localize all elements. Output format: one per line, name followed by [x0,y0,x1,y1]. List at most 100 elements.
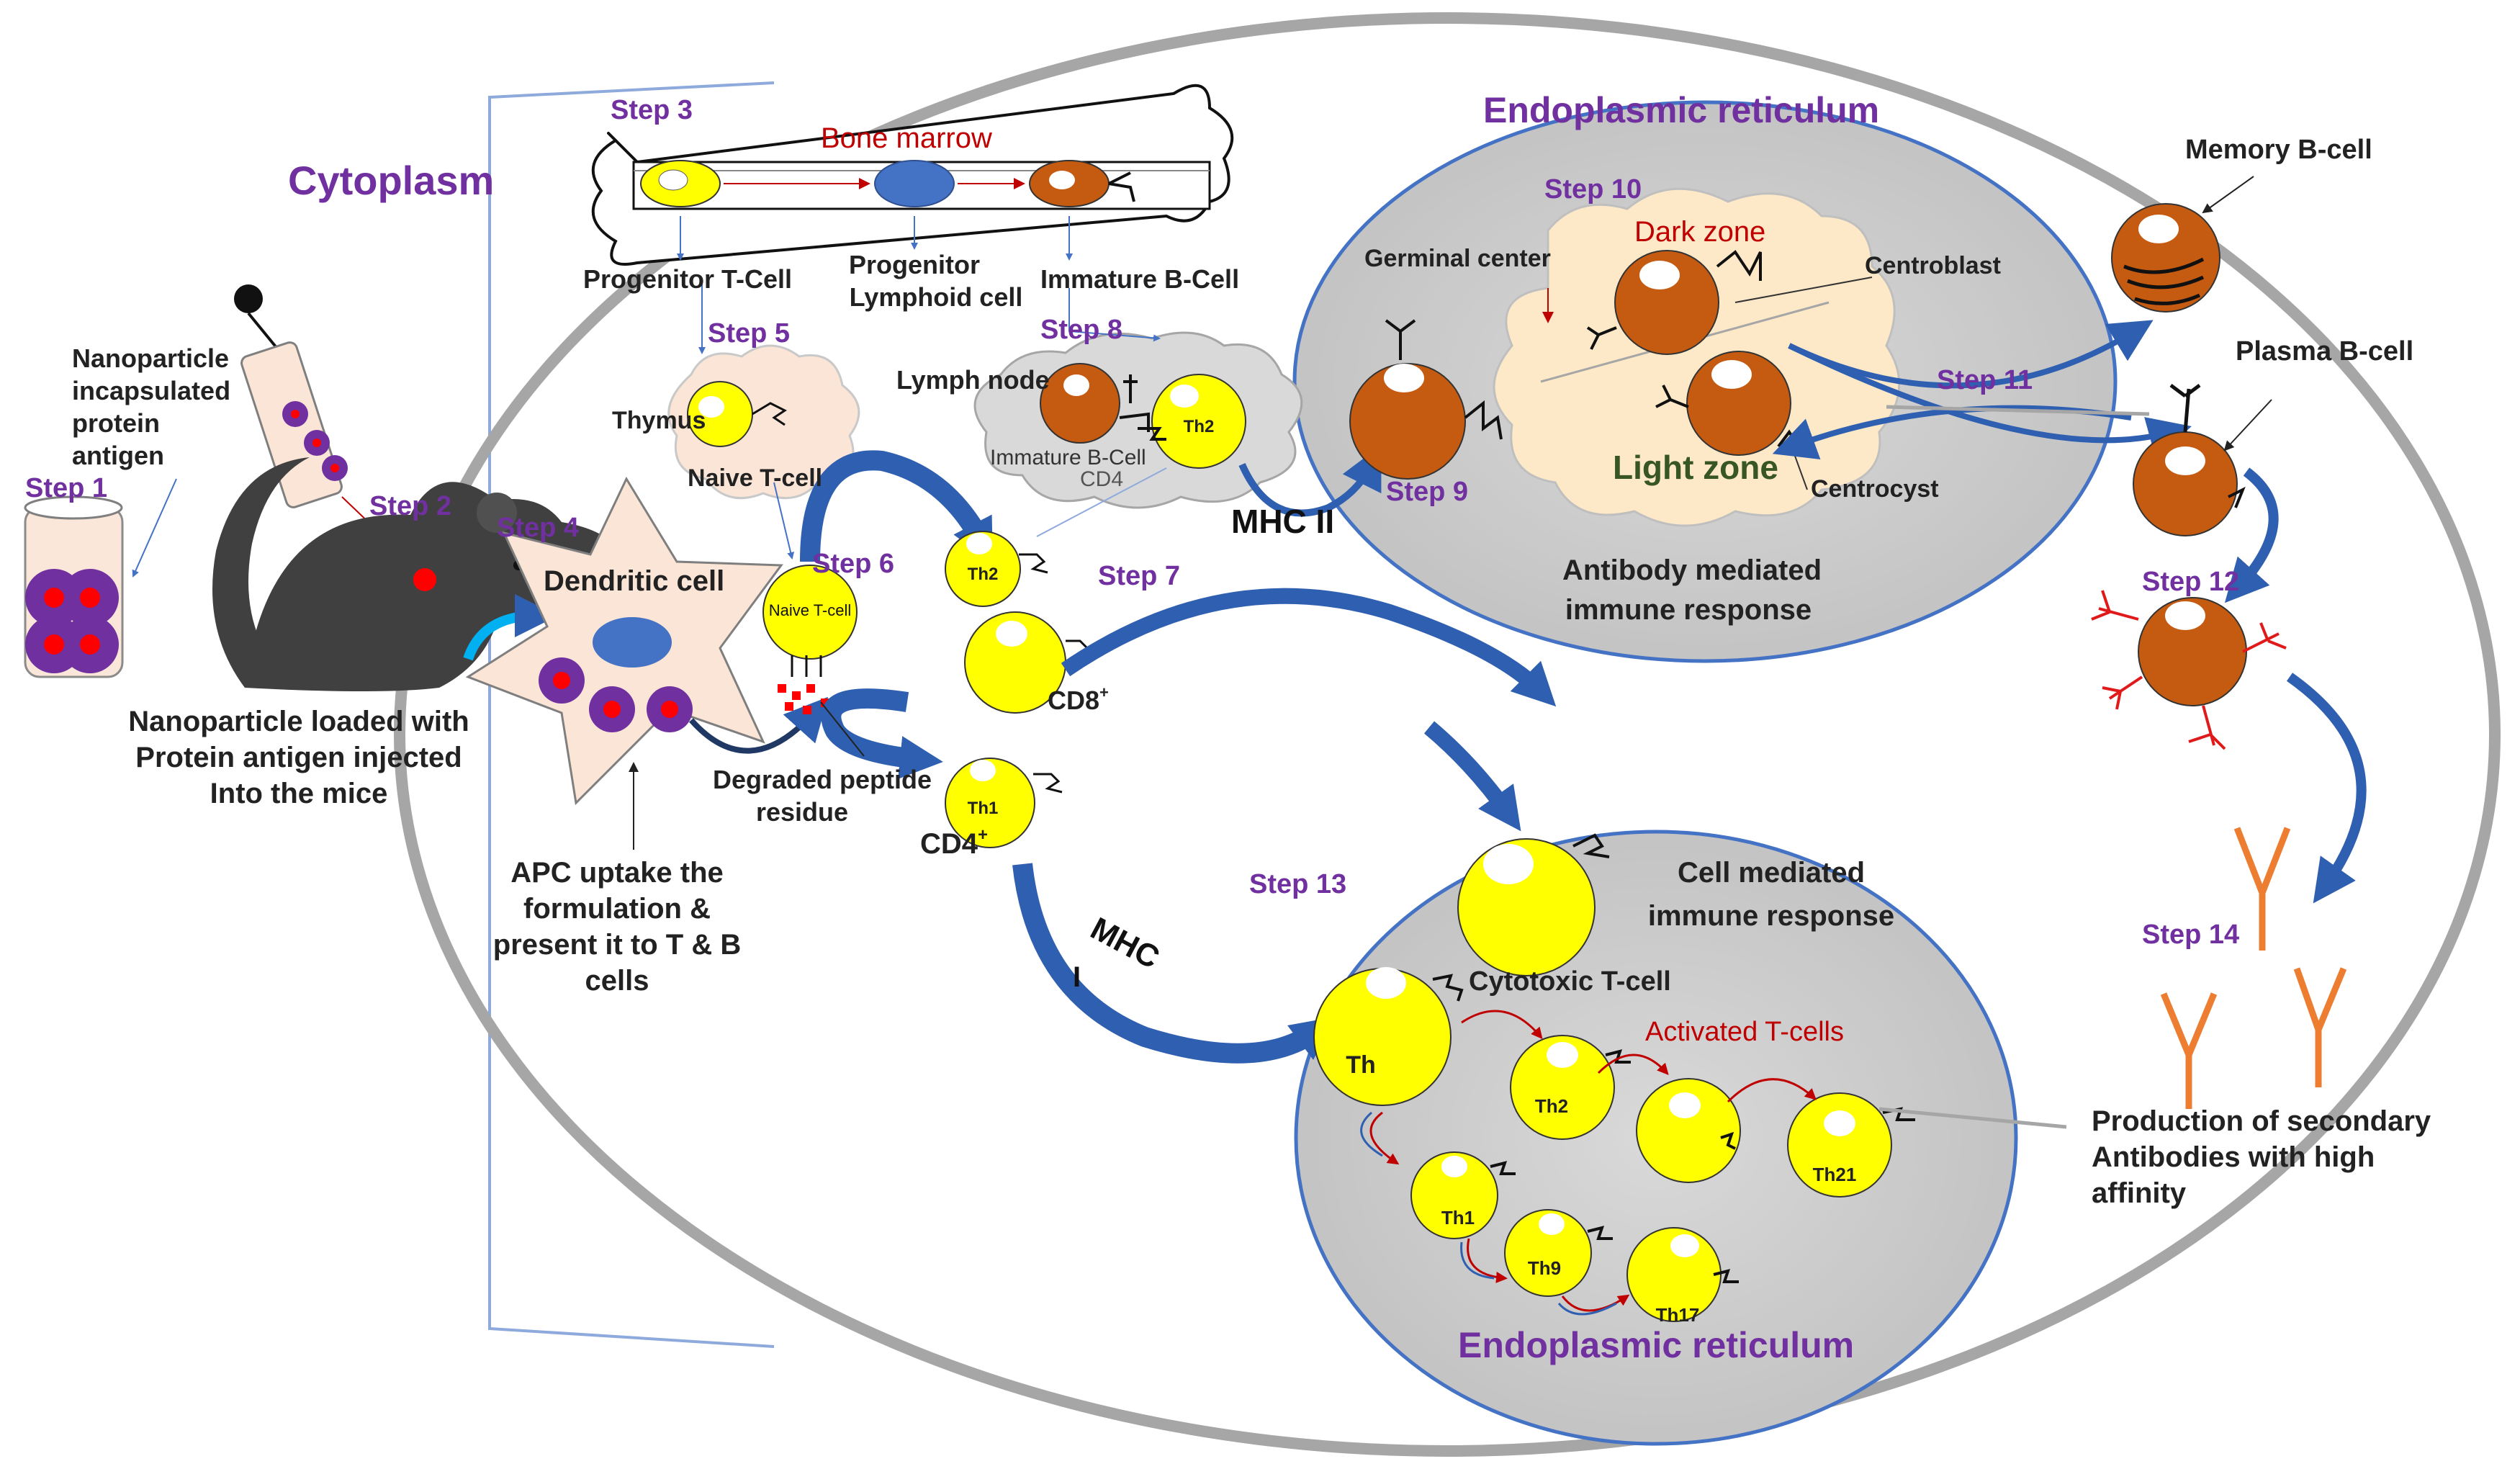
degraded-peptides [778,684,829,714]
naive-t-small-label: Naive T-cell [769,601,852,619]
svg-text:immune response: immune response [1648,900,1894,932]
progenitor-t-label: Progenitor T-Cell [583,264,792,294]
secondary-antibody-label: Production of secondary Antibodies with … [2092,1105,2431,1209]
svg-text:formulation &: formulation & [523,893,711,925]
step-5-label: Step 5 [708,318,790,349]
dendritic-particles [539,657,693,732]
th1-low-cell [1410,1151,1498,1239]
progenitor-lymphoid-label: Progenitor Lymphoid cell [849,250,1022,312]
arrow-mouse-to-dendritic [463,594,558,661]
cd4-label: CD4+ [920,825,988,860]
th2-mid-cell [945,531,1021,607]
svg-text:antigen: antigen [72,441,164,470]
naive-t-cell-step6 [762,565,858,660]
th2-low-cell [1510,1035,1615,1140]
er-bottom-label: Endoplasmic reticulum [1458,1325,1854,1365]
svg-text:APC uptake the: APC uptake the [510,857,724,889]
svg-text:Production of secondary: Production of secondary [2092,1105,2431,1137]
step-3-label: Step 3 [611,95,693,125]
mhc-label: MHC [1085,911,1165,976]
svg-text:Lymphoid cell: Lymphoid cell [850,282,1023,312]
immature-b-node-label: Immature B-Cell [990,446,1146,470]
arrow-cd8-to-cytotoxic-2 [1423,721,1521,832]
step-1-label: Step 1 [25,473,107,503]
svg-text:Antibody mediated: Antibody mediated [1562,554,1822,586]
dark-zone-label: Dark zone [1634,216,1765,248]
lymph-node-label: Lymph node [896,365,1050,395]
th1-mid-label: Th1 [968,799,999,818]
th21-label: Th21 [1813,1164,1857,1185]
mouse-silhouette [212,457,619,691]
arrow-naive-to-th1 [821,688,943,779]
th2-lymph-label: Th2 [1184,417,1215,436]
step-2-label: Step 2 [369,491,451,521]
step-9-label: Step 9 [1386,477,1468,507]
svg-text:Cell mediated: Cell mediated [1678,857,1865,889]
activated-t-label: Activated T-cells [1645,1017,1844,1047]
degraded-peptide-label: Degraded peptide residue [713,765,932,827]
dendritic-nucleus [593,617,672,668]
red-antibodies [2091,590,2287,750]
step-14-label: Step 14 [2142,920,2239,950]
th9-cell [1504,1209,1592,1297]
memory-b-label: Memory B-cell [2185,135,2372,165]
cd8-label: CD8+ [1048,683,1109,715]
th-big-label: Th [1346,1051,1376,1079]
step-6-label: Step 6 [812,549,894,579]
naive-t-label: Naive T-cell [688,464,822,492]
mhc-i-label: I [1073,961,1081,993]
injection-label: Nanoparticle loaded with Protein antigen… [128,706,469,809]
step-7-label: Step 7 [1098,561,1180,591]
progenitor-lymphoid-cell [874,160,955,207]
antibody-response-label: Antibody mediated immune response [1562,554,1822,626]
activated-t-cell [1636,1078,1741,1183]
antibody-secreting-cell [2138,597,2247,706]
light-zone-label: Light zone [1613,449,1778,486]
arrow-naive-to-th2 [800,450,993,563]
centrocyst-label: Centrocyst [1811,475,1939,503]
cell-boundary [394,12,2501,1457]
cd4-node-label: CD4 [1080,467,1123,491]
svg-text:cells: cells [585,965,649,997]
svg-text:residue: residue [756,797,848,827]
arrow-to-plasma-b [1788,343,2192,459]
step-12-label: Step 12 [2142,567,2239,597]
syringe [234,284,426,577]
th2-low-label: Th2 [1535,1095,1568,1117]
svg-text:Antibodies with high: Antibodies with high [2092,1141,2375,1173]
cytoplasm-membrane [488,81,775,1348]
nanoparticle-label: Nanoparticle incapsulated protein antige… [72,343,230,470]
svg-text:present it to T & B: present it to T & B [493,929,741,961]
cytotoxic-label: Cytotoxic T-cell [1469,966,1671,997]
centroblast-label: Centroblast [1865,252,2001,279]
er-top-label: Endoplasmic reticulum [1483,90,1879,130]
svg-text:Into the mice: Into the mice [210,778,388,809]
step-13-label: Step 13 [1249,869,1346,899]
cytoplasm-label: Cytoplasm [288,158,494,203]
b-cell-step9 [1349,363,1466,480]
thymus-label: Thymus [612,407,706,434]
th17-label: Th17 [1656,1304,1700,1326]
svg-text:incapsulated: incapsulated [72,376,230,405]
svg-text:immune response: immune response [1565,594,1812,626]
secondary-antibodies [2160,827,2347,1109]
th21-cell [1787,1092,1892,1198]
step-11-label: Step 11 [1937,365,2033,395]
step-10-label: Step 10 [1544,174,1642,205]
step-4-label: Step 4 [497,513,579,543]
arrow-th1-to-th [1012,863,1336,1064]
immature-b-top-label: Immature B-Cell [1040,264,1239,294]
svg-text:Degraded peptide: Degraded peptide [713,765,932,794]
svg-text:protein: protein [72,408,160,438]
th1-low-label: Th1 [1441,1207,1475,1228]
step-8-label: Step 8 [1040,315,1122,345]
arrow-lymph-to-germinal [1238,445,1382,517]
svg-text:Protein antigen injected: Protein antigen injected [135,742,462,773]
svg-text:Nanoparticle loaded with: Nanoparticle loaded with [128,706,469,737]
arrow-dendritic-to-naive [689,696,829,754]
apc-label: APC uptake the formulation & present it … [493,857,741,997]
arrow-to-antibodies [2286,673,2367,904]
arrow-plasma-to-secreting [2224,467,2279,603]
arrow-cd8-to-cytotoxic [1061,588,1557,707]
